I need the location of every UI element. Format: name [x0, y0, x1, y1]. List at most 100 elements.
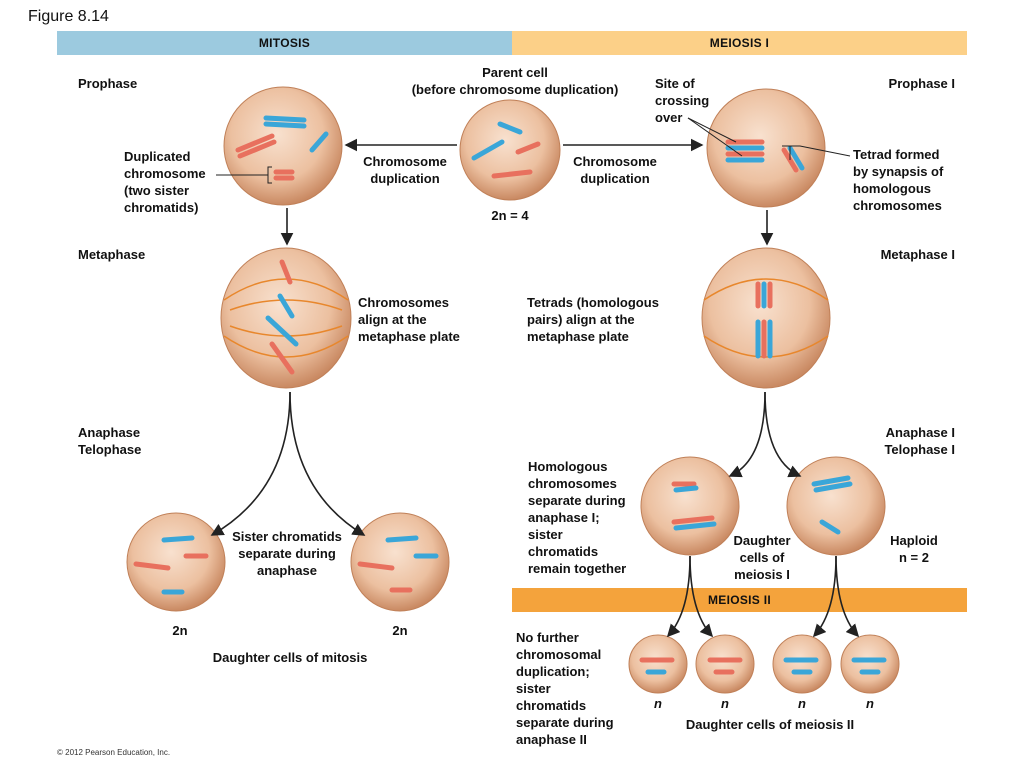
meiosis2-header-bar: MEIOSIS II	[512, 588, 967, 612]
mitosis-header-label: MITOSIS	[258, 36, 311, 50]
figure-label: Figure 8.14	[28, 8, 109, 25]
meiosis1-header-bar: MEIOSIS I	[512, 31, 967, 55]
meiosis2-n-3: n	[798, 696, 806, 711]
meiosis2-daughters-label: Daughter cells of meiosis II	[685, 717, 855, 732]
mitosis-anaphase-line2: Telophase	[78, 442, 142, 457]
mitosis-daughters-label: Daughter cells of mitosis	[212, 650, 368, 665]
meiosis1-header-label: MEIOSIS I	[709, 36, 770, 50]
copyright-notice: © 2012 Pearson Education, Inc.	[57, 748, 171, 757]
meiosis-metaphase-label: Metaphase I	[880, 247, 955, 262]
mitosis-anaphase-label: Anaphase Telophase	[78, 424, 141, 458]
daughter1-line2: cells of	[739, 550, 785, 565]
duplicated-line3: (two sister	[124, 183, 190, 198]
meiosis-anaphase-line1: Anaphase I	[885, 425, 955, 440]
cell-meiosis1-daughter-right	[786, 456, 886, 556]
duplicated-line2: chromosome	[124, 166, 206, 181]
meiosis2-n-1: n	[654, 696, 662, 711]
haploid-label: Haploid n = 2	[872, 532, 956, 566]
tetrad-line1: Tetrad formed	[853, 147, 940, 162]
haploid-line1: Haploid	[890, 533, 938, 548]
parent-cell-title: Parent cell	[482, 65, 548, 80]
no-further-line3: duplication;	[516, 664, 590, 679]
homologous-line3: separate during	[528, 493, 626, 508]
chromosomes	[133, 115, 887, 675]
sister-line3: anaphase	[257, 563, 317, 578]
meiosis-anaphase-line2: Telophase I	[884, 442, 955, 457]
cell-meiosis2-daughter-2	[695, 634, 755, 694]
tetrads-line2: pairs) align at the	[527, 312, 635, 327]
mitosis-prophase-label: Prophase	[78, 76, 138, 91]
arrow-right-label: Chromosome duplication	[560, 153, 670, 187]
cell-meiosis2-daughter-1	[628, 634, 688, 694]
daughter1-line1: Daughter	[733, 533, 791, 548]
cell-meiosis1-daughter-left	[640, 456, 740, 556]
arrow-left-label: Chromosome duplication	[350, 153, 460, 187]
no-further-line5: chromatids	[516, 698, 587, 713]
no-further-label: No further chromosomal duplication; sist…	[516, 629, 614, 748]
no-further-line1: No further	[516, 630, 579, 645]
cells	[126, 86, 900, 694]
arrow-right-label-line2: duplication	[580, 171, 650, 186]
duplicated-line4: chromatids)	[124, 200, 199, 215]
mitosis-ploidy-left: 2n	[172, 623, 188, 638]
daughter1-line3: meiosis I	[734, 567, 790, 582]
tetrad-line2: by synapsis of	[853, 164, 944, 179]
duplicated-chromosome-label: Duplicated chromosome (two sister chroma…	[124, 148, 206, 216]
crossing-over-label: Site of crossing over	[655, 75, 709, 126]
parent-ploidy: 2n = 4	[491, 208, 529, 223]
mitosis-metaphase-label: Metaphase	[78, 247, 146, 262]
daughter-meiosis1-label: Daughter cells of meiosis I	[722, 532, 802, 583]
arrow-left-label-line2: duplication	[370, 171, 440, 186]
homologous-line5: sister	[528, 527, 563, 542]
sister-line2: separate during	[238, 546, 336, 561]
site-line3: over	[655, 110, 683, 125]
arrow-right-label-line1: Chromosome	[573, 154, 657, 169]
no-further-line6: separate during	[516, 715, 614, 730]
homologous-line6: chromatids	[528, 544, 599, 559]
mitosis-header-bar: MITOSIS	[57, 31, 512, 55]
meiosis2-n-2: n	[721, 696, 729, 711]
tetrads-line3: metaphase plate	[527, 329, 629, 344]
meiosis2-n-4: n	[866, 696, 874, 711]
cell-mitosis-daughter-right	[350, 512, 450, 612]
parent-cell-subtitle: (before chromosome duplication)	[411, 82, 619, 97]
homologous-line4: anaphase I;	[528, 510, 600, 525]
duplicated-line1: Duplicated	[124, 149, 191, 164]
homologous-line1: Homologous	[528, 459, 608, 474]
no-further-line7: anaphase II	[516, 732, 587, 747]
tetrad-label: Tetrad formed by synapsis of homologous …	[853, 146, 943, 214]
arrows	[210, 117, 860, 638]
chromosomes-align-label: Chromosomes align at the metaphase plate	[358, 294, 460, 345]
homologous-line7: remain together	[528, 561, 627, 576]
cell-meiosis2-daughter-3	[772, 634, 832, 694]
arrow-left-label-line1: Chromosome	[363, 154, 447, 169]
homologous-label: Homologous chromosomes separate during a…	[528, 458, 626, 577]
cell-meiosis-metaphase	[701, 247, 831, 389]
tetrad-line3: homologous	[853, 181, 931, 196]
tetrad-line4: chromosomes	[853, 198, 942, 213]
tetrads-align-label: Tetrads (homologous pairs) align at the …	[527, 294, 659, 345]
cell-meiosis-prophase	[706, 88, 826, 208]
sister-chromatids-label: Sister chromatids separate during anapha…	[222, 528, 352, 579]
meiosis-anaphase-label: Anaphase I Telophase I	[845, 424, 955, 458]
mitosis-ploidy-right: 2n	[392, 623, 408, 638]
sister-line1: Sister chromatids	[232, 529, 342, 544]
align-line3: metaphase plate	[358, 329, 460, 344]
no-further-line2: chromosomal	[516, 647, 602, 662]
meiosis2-header-label: MEIOSIS II	[707, 593, 771, 607]
align-line1: Chromosomes	[358, 295, 450, 310]
site-line1: Site of	[655, 76, 695, 91]
mitosis-anaphase-line1: Anaphase	[78, 425, 141, 440]
cell-mitosis-metaphase	[220, 247, 352, 389]
align-line2: align at the	[358, 312, 427, 327]
site-line2: crossing	[655, 93, 710, 108]
cell-meiosis2-daughter-4	[840, 634, 900, 694]
homologous-line2: chromosomes	[528, 476, 617, 491]
haploid-line2: n = 2	[899, 550, 929, 565]
meiosis-prophase-label: Prophase I	[888, 76, 955, 91]
no-further-line4: sister	[516, 681, 551, 696]
tetrads-line1: Tetrads (homologous	[527, 295, 659, 310]
cell-parent	[459, 99, 561, 201]
cell-mitosis-daughter-left	[126, 512, 226, 612]
